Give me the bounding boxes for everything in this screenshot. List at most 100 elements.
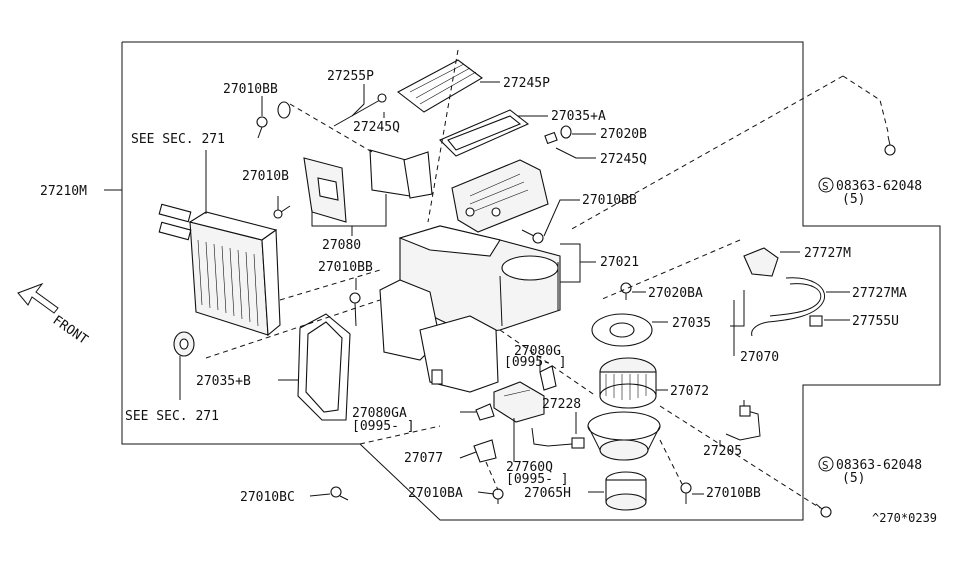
clip-27077: [473, 439, 497, 463]
label-27245Q-lower: 27245Q: [600, 152, 647, 167]
screw-27010BA: [492, 488, 504, 504]
guide-line: [499, 329, 597, 397]
label-27020B: 27020B: [600, 127, 647, 142]
air-filter: [396, 59, 483, 113]
blower-case-plate: [591, 313, 653, 347]
s-badge-icon: S: [818, 177, 834, 193]
housing-seal: [297, 313, 351, 421]
blower-resistor: [493, 381, 545, 423]
guide-line: [842, 75, 889, 133]
s-badge-letter: S: [822, 459, 829, 472]
clip-27020B: [544, 125, 572, 145]
label-27021: 27021: [600, 255, 639, 270]
screw-08363-lower: [815, 503, 832, 518]
label-see-sec-271-upper: SEE SEC. 271: [131, 132, 225, 147]
leader-line: [459, 451, 477, 459]
guide-line: [659, 439, 683, 485]
nut-icon: [377, 93, 387, 103]
label-27035B: 27035+B: [196, 374, 251, 389]
label-27205: 27205: [703, 444, 742, 459]
label-27010BB-motor: 27010BB: [706, 486, 761, 501]
aspirator-hose-27727MA: [751, 277, 825, 337]
label-08363-62048-upper: 08363-62048: [836, 179, 922, 194]
guide-line: [599, 239, 741, 301]
label-27072: 27072: [670, 384, 709, 399]
bracket-27080G: [539, 365, 557, 391]
blower-fan: [599, 357, 657, 409]
label-27245P: 27245P: [503, 76, 550, 91]
bracket-27080GA: [475, 403, 495, 421]
leader-line: [555, 147, 596, 159]
label-27065H: 27065H: [524, 486, 571, 501]
screw-27020BA: [620, 282, 632, 300]
label-27010BC: 27010BC: [240, 490, 295, 505]
screw-27010BB-duct: [521, 229, 544, 244]
leader-line: [309, 493, 331, 497]
screw-27010BC: [330, 486, 349, 501]
s-badge-letter: S: [822, 180, 829, 193]
label-27010B: 27010B: [242, 169, 289, 184]
label-27080G: 27080G: [514, 344, 561, 359]
intake-gasket: [439, 109, 530, 157]
guide-line: [359, 425, 441, 445]
heater-core: [158, 203, 281, 337]
label-27210M: 27210M: [40, 184, 87, 199]
label-27080GA: 27080GA: [352, 406, 407, 421]
aspirator-27727M: [743, 247, 779, 277]
washer-icon: [277, 101, 291, 119]
heater-housing: [379, 225, 561, 393]
leader-line: [560, 243, 581, 283]
label-27755U: 27755U: [852, 314, 899, 329]
motor-cushion-27065H: [605, 471, 647, 511]
filter-rod: [333, 99, 381, 127]
label-27080GA-date: [0995- ]: [352, 419, 415, 434]
label-08363-62048-lower: 08363-62048: [836, 458, 922, 473]
label-27760Q-date: [0995- ]: [506, 472, 569, 487]
screw-08363-upper: [884, 135, 896, 156]
leader-line: [311, 194, 387, 227]
label-qty-upper: (5): [842, 192, 865, 207]
label-27020BA: 27020BA: [648, 286, 703, 301]
label-27255P: 27255P: [327, 69, 374, 84]
label-27010BA: 27010BA: [408, 486, 463, 501]
guide-line: [205, 299, 381, 359]
label-see-sec-271-lower: SEE SEC. 271: [125, 409, 219, 424]
front-arrow-icon: [17, 282, 59, 314]
leader-line: [351, 84, 365, 117]
label-27760Q: 27760Q: [506, 460, 553, 475]
s-badge-icon: S: [818, 456, 834, 472]
screw-27010BB-motor: [680, 482, 692, 504]
guide-line: [289, 103, 373, 153]
leader-line: [543, 199, 580, 237]
blower-motor: [587, 411, 661, 461]
screw-27010BB-housing: [349, 292, 361, 327]
label-27077: 27077: [404, 451, 443, 466]
front-label: FRONT: [50, 313, 91, 348]
label-27245Q-upper: 27245Q: [353, 120, 400, 135]
label-27727MA: 27727MA: [852, 286, 907, 301]
label-27010BB-duct: 27010BB: [582, 193, 637, 208]
clip-27755U: [809, 315, 823, 327]
intake-duct: [451, 159, 549, 233]
guide-line: [427, 49, 459, 223]
label-27080: 27080: [322, 238, 361, 253]
guide-line: [659, 405, 821, 509]
screw-icon: [256, 116, 268, 139]
wire-harness-27070: [725, 290, 761, 441]
heater-grommet: [173, 331, 195, 357]
label-27035: 27035: [672, 316, 711, 331]
label-27228: 27228: [542, 397, 581, 412]
leader-line: [477, 491, 495, 495]
mode-actuator: [273, 149, 433, 223]
label-27727M: 27727M: [804, 246, 851, 261]
guide-line: [485, 461, 499, 491]
diagram-reference-code: ^270*0239: [872, 511, 937, 525]
label-27070: 27070: [740, 350, 779, 365]
label-27080G-date: [0995- ]: [504, 355, 567, 370]
label-qty-lower: (5): [842, 471, 865, 486]
label-27010BB-housing: 27010BB: [318, 260, 373, 275]
label-27035A: 27035+A: [551, 109, 606, 124]
assembly-boundary: [121, 41, 941, 521]
